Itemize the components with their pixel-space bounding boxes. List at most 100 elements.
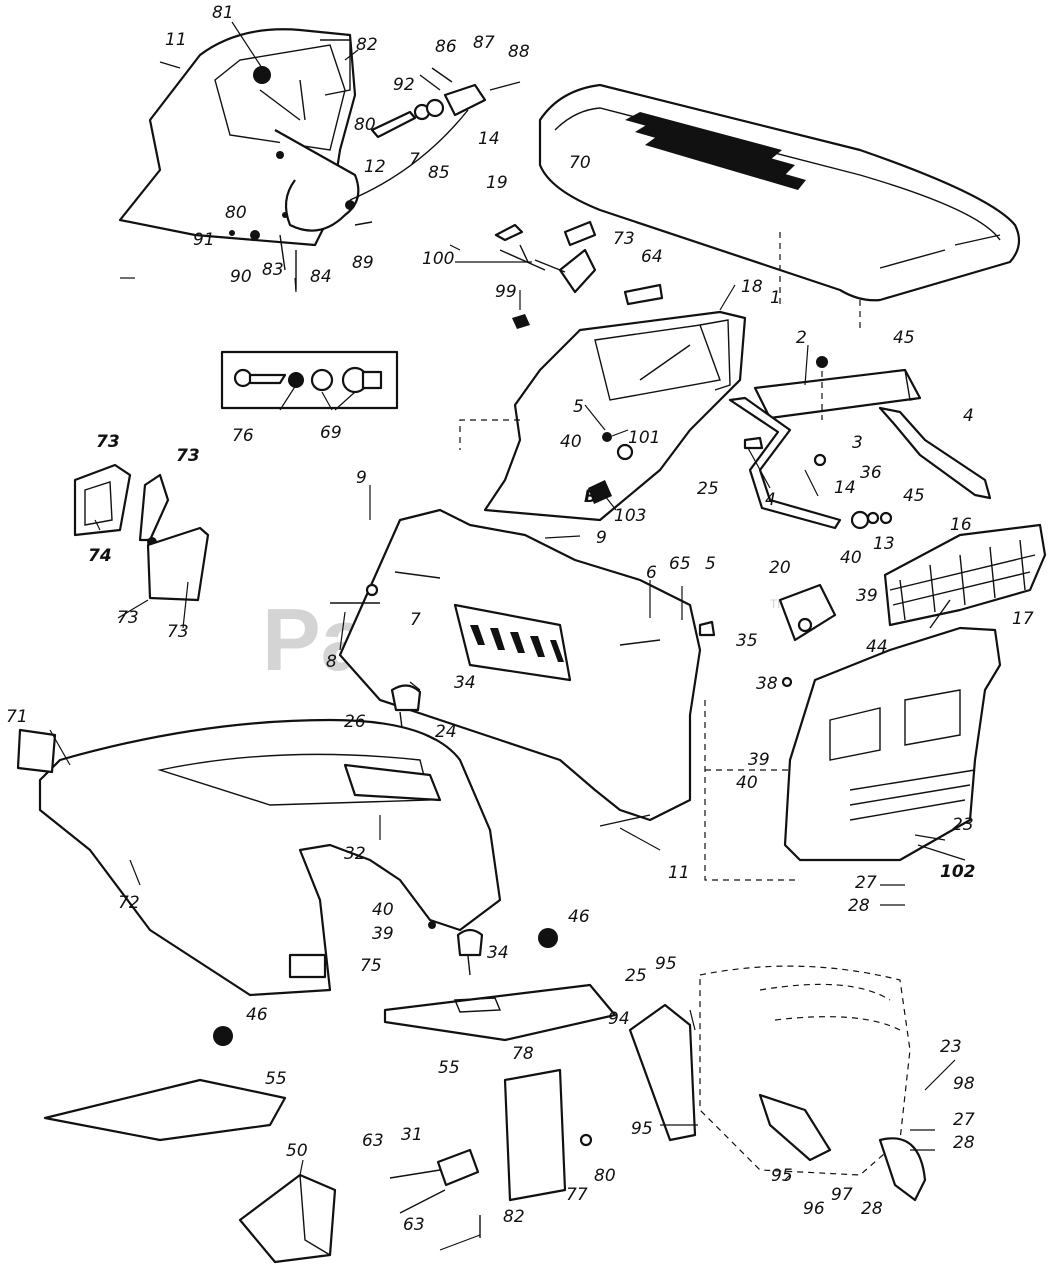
callout-80: 80 [225, 203, 247, 223]
callout-32: 32 [344, 844, 366, 864]
callout-80: 80 [354, 115, 376, 135]
knob-46b [213, 1026, 233, 1046]
callout-88: 88 [508, 42, 530, 62]
callout-82: 82 [356, 35, 378, 55]
headlight-part [778, 583, 837, 688]
callout-25: 25 [697, 479, 719, 499]
callout-9: 9 [356, 468, 367, 488]
ignition-parts-box [220, 350, 399, 410]
callout-27: 27 [855, 873, 877, 893]
bracket-50 [238, 1173, 337, 1264]
callout-2: 2 [796, 328, 807, 348]
grille-screen [883, 523, 1047, 627]
callout-103: 103 [614, 506, 646, 526]
callout-labels: 81 11 82 86 87 88 92 80 12 7 85 14 80 91… [6, 3, 1034, 1235]
callout-96: 96 [803, 1199, 825, 1219]
callout-40: 40 [372, 900, 394, 920]
callout-89: 89 [352, 253, 374, 273]
callout-45: 45 [903, 486, 925, 506]
callout-12: 12 [364, 157, 386, 177]
callout-23: 23 [952, 815, 974, 835]
callout-34: 34 [487, 943, 509, 963]
callout-63: 63 [403, 1215, 425, 1235]
callout-46: 46 [246, 1005, 268, 1025]
callout-73: 73 [176, 446, 200, 466]
callout-85: 85 [428, 163, 450, 183]
callout-26: 26 [344, 712, 366, 732]
callout-3: 3 [852, 433, 863, 453]
callout-28: 28 [861, 1199, 883, 1219]
callout-74: 74 [88, 546, 112, 566]
callout-39: 39 [748, 750, 770, 770]
callout-72: 72 [118, 893, 140, 913]
hood [538, 83, 1021, 330]
callout-20: 20 [769, 558, 791, 578]
callout-78: 78 [512, 1044, 534, 1064]
callout-94: 94 [608, 1009, 630, 1029]
callout-73: 73 [167, 622, 189, 642]
callout-28: 28 [953, 1133, 975, 1153]
callout-91: 91 [193, 230, 215, 250]
callout-95: 95 [771, 1166, 793, 1186]
callout-70: 70 [569, 153, 591, 173]
callout-101: 101 [628, 428, 660, 448]
callout-55: 55 [265, 1069, 287, 1089]
callout-71: 71 [6, 707, 28, 727]
knob-34a [390, 684, 422, 729]
engine [628, 965, 927, 1202]
callout-69: 69 [320, 423, 342, 443]
callout-95: 95 [631, 1119, 653, 1139]
callout-40: 40 [560, 432, 582, 452]
callout-95: 95 [655, 954, 677, 974]
callout-65: 65 [669, 554, 691, 574]
callout-9: 9 [596, 528, 607, 548]
callout-B: B [584, 487, 597, 507]
latch-parts [494, 220, 664, 329]
callout-8: 8 [326, 652, 337, 672]
callout-80: 80 [594, 1166, 616, 1186]
callout-28: 28 [848, 896, 870, 916]
callout-38: 38 [756, 674, 778, 694]
callout-64: 64 [641, 247, 663, 267]
callout-44: 44 [866, 637, 888, 657]
callout-25: 25 [625, 966, 647, 986]
callout-98: 98 [953, 1074, 975, 1094]
callout-17: 17 [1012, 609, 1034, 629]
leader-lines [49, 21, 966, 1251]
control-panel-assembly [118, 28, 521, 290]
callout-24: 24 [435, 722, 457, 742]
callout-81: 81 [212, 3, 234, 23]
callout-39: 39 [372, 924, 394, 944]
callout-27: 27 [953, 1110, 975, 1130]
callout-11: 11 [668, 863, 690, 883]
callout-100: 100 [422, 249, 454, 269]
callout-86: 86 [435, 37, 457, 57]
callout-7: 7 [409, 150, 420, 170]
callout-5: 5 [573, 397, 584, 417]
callout-5: 5 [705, 554, 716, 574]
callout-46: 46 [568, 907, 590, 927]
fender [16, 718, 502, 997]
callout-75: 75 [360, 956, 382, 976]
callout-73: 73 [96, 432, 120, 452]
callout-1: 1 [770, 288, 781, 308]
callout-18: 18 [741, 277, 763, 297]
callout-36: 36 [860, 463, 882, 483]
callout-83: 83 [262, 260, 284, 280]
callout-4: 4 [963, 406, 974, 426]
dash-housing [330, 508, 800, 881]
hood-vents [625, 112, 806, 190]
mount-plate-78 [389, 1068, 593, 1238]
callout-4: 4 [765, 490, 776, 510]
callout-87: 87 [473, 33, 495, 53]
callout-63: 63 [362, 1131, 384, 1151]
callout-13: 13 [873, 534, 895, 554]
callout-11: 11 [165, 30, 187, 50]
callout-84: 84 [310, 267, 332, 287]
callout-92: 92 [393, 75, 415, 95]
floor-plate-55b [43, 1078, 287, 1142]
callout-82: 82 [503, 1207, 525, 1227]
knob-34b [456, 928, 484, 976]
callout-77: 77 [566, 1185, 588, 1205]
side-bracket-assembly [73, 463, 210, 602]
